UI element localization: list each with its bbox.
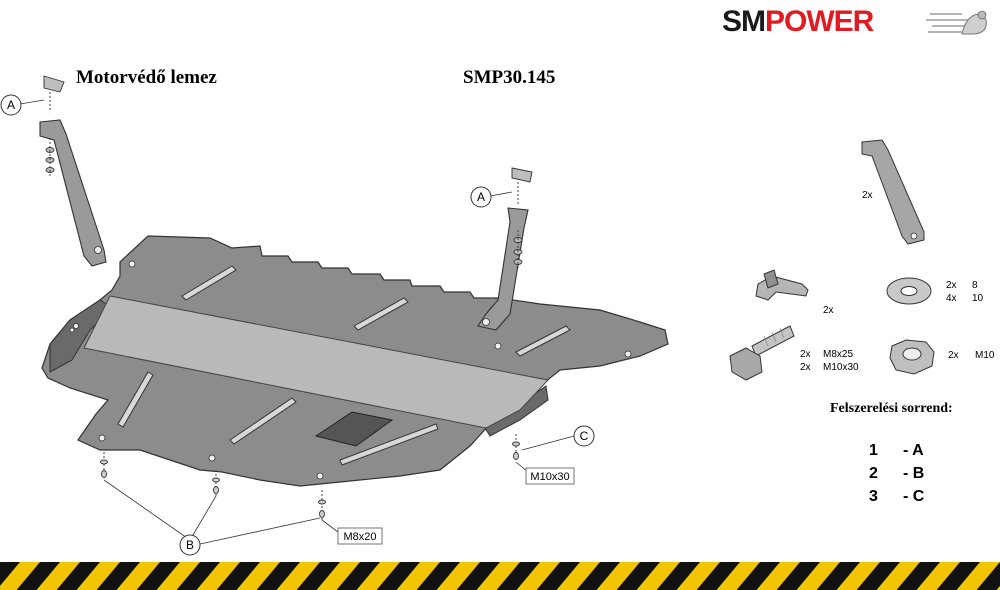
washer-qty-2: 4x [946,293,957,304]
m10x30-label: M10x30 [530,471,569,483]
bolt-qty-1: 2x [800,349,811,360]
sequence-step-2-letter: - B [903,465,925,482]
nut-size: M10 [975,350,995,361]
sequence-title: Felszerelési sorrend: [830,401,953,416]
washer-qty-1: 2x [946,280,957,291]
part-nut-icon [889,339,935,375]
part-clip-icon [755,269,809,301]
logo-text-power: POWER [765,5,874,38]
nut-qty: 2x [948,350,959,361]
product-title: Motorvédő lemez [76,67,217,88]
callout-a-right-text: A [477,190,485,204]
left-bracket [39,119,107,267]
callout-b-text: B [186,538,194,552]
callout-b [179,534,201,556]
m8x20-label: M8x20 [343,531,376,543]
m10x30-label-box [525,467,575,485]
bolt-size-1: M8x25 [823,349,853,360]
sequence-step-1-num: 1 [869,442,878,459]
access-hatch [314,411,394,447]
callout-c [573,425,595,447]
upper-slots [181,265,571,357]
fastener-stack-left [43,75,65,176]
sequence-step-3-num: 3 [869,488,878,505]
lower-slots [117,371,439,466]
part-clip-qty: 2x [823,305,834,316]
motorcycle-rider-icon [926,10,987,35]
product-code: SMP30.145 [463,67,556,88]
part-washer-icon [886,277,932,305]
m8x20-label-box [337,527,383,545]
hazard-stripe [0,562,1000,590]
callout-a-left-text: A [7,98,15,112]
fastener-stack-right [511,167,533,268]
smpower-logo: SMPOWER [722,4,992,40]
sequence-step-2-num: 2 [869,465,878,482]
callout-a-right [470,186,492,208]
bottom-fasteners [100,434,520,522]
part-bolt-icon [729,325,795,381]
washer-size-2: 10 [972,293,984,304]
callout-a-left [0,94,22,116]
sequence-step-3-letter: - C [903,488,925,505]
plate-light-band [83,295,549,429]
washer-size-1: 8 [972,280,978,291]
mount-holes [69,260,632,480]
sequence-step-1-letter: - A [903,442,924,459]
callout-c-text: C [580,429,589,443]
bolt-qty-2: 2x [800,362,811,373]
bolt-size-2: M10x30 [823,362,859,373]
logo-text-sm: SM [722,5,766,38]
part-bracket-qty: 2x [862,190,873,201]
part-bracket-icon [861,139,925,245]
